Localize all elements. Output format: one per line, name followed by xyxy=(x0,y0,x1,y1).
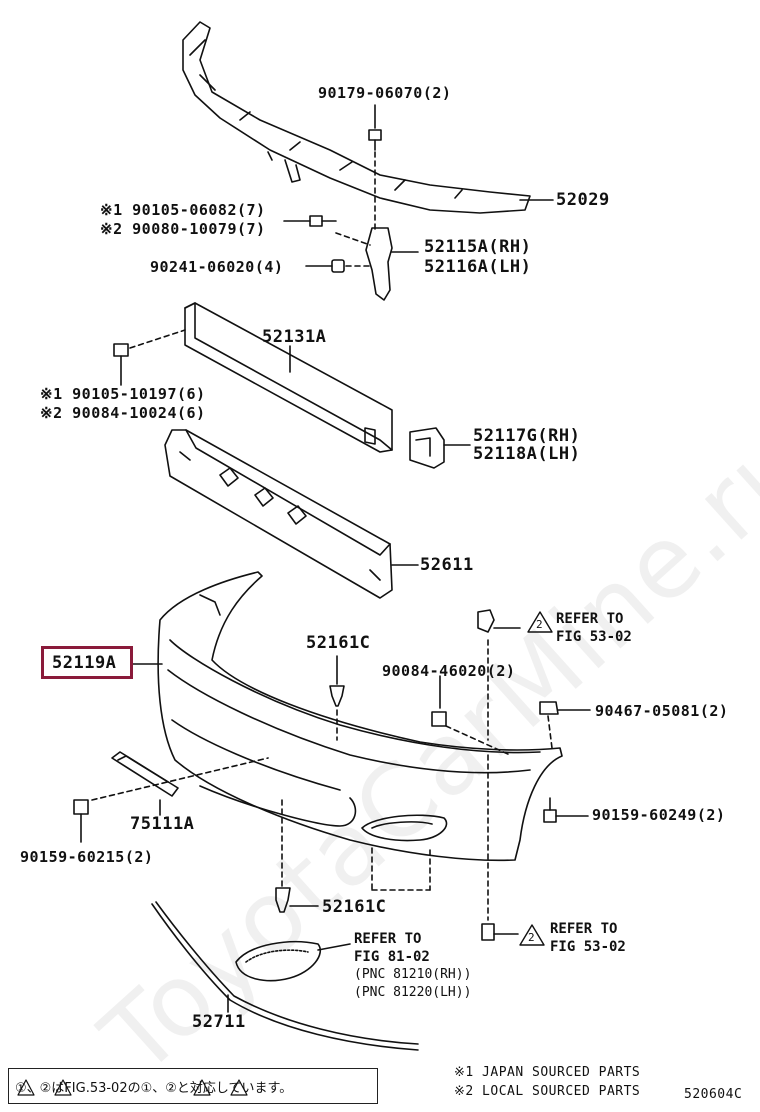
refer-fog-line1: REFER TO xyxy=(354,931,422,947)
refer-note-fog: REFER TO FIG 81-02 (PNC 81210(RH)) (PNC … xyxy=(354,930,471,1002)
label-90241: 90241-06020(4) xyxy=(150,258,284,276)
clip-ref-upper xyxy=(477,609,521,741)
bumper-cover-52119 xyxy=(157,571,563,862)
label-52161C-lower: 52161C xyxy=(322,897,387,917)
clip-52161-lower xyxy=(275,799,431,913)
refer-upper-line2: FIG 53-02 xyxy=(556,629,632,645)
refer-fog-line3: (PNC 81210(RH)) xyxy=(354,967,472,982)
highlight-box-52119A xyxy=(41,646,133,679)
refer-note-lower: REFER TO FIG 53-02 xyxy=(550,920,626,956)
energy-absorber-52611 xyxy=(164,429,419,599)
triangle-badge-icons xyxy=(519,611,553,946)
label-90084-10024: ※2 90084-10024(6) xyxy=(40,404,206,422)
clip-52161-upper xyxy=(329,655,345,741)
clip-90084 xyxy=(431,675,511,756)
label-52711: 52711 xyxy=(192,1012,246,1032)
label-52131A: 52131A xyxy=(262,327,327,347)
label-90467: 90467-05081(2) xyxy=(595,702,729,720)
molding-52711 xyxy=(151,901,419,1051)
bumper-reinforcement-52029 xyxy=(182,21,531,214)
side-bracket-52117 xyxy=(409,427,471,469)
label-90084-46020: 90084-46020(2) xyxy=(382,662,516,680)
label-75111A: 75111A xyxy=(130,814,195,834)
label-52029: 52029 xyxy=(556,190,610,210)
impact-beam-52131 xyxy=(113,302,393,453)
bracket-52115 xyxy=(283,215,419,301)
bolt-90179 xyxy=(368,104,382,233)
refer-fog-line4: (PNC 81220(LH)) xyxy=(354,985,472,1000)
label-52119A: 52119A xyxy=(52,653,117,673)
label-52115A: 52115A(RH) xyxy=(424,237,532,257)
refer-lower-line1: REFER TO xyxy=(550,921,618,937)
fog-lamp-trim xyxy=(235,941,351,982)
label-90159-60215: 90159-60215(2) xyxy=(20,848,154,866)
refer-lower-line2: FIG 53-02 xyxy=(550,939,626,955)
footnote-triangle-icons xyxy=(17,1079,248,1096)
label-90159-60249: 90159-60249(2) xyxy=(592,806,726,824)
note-local-sourced: ※2 LOCAL SOURCED PARTS xyxy=(454,1084,641,1099)
label-52118A: 52118A(LH) xyxy=(473,444,581,464)
label-90179: 90179-06070(2) xyxy=(318,84,452,102)
footnote-text: ①、②はFIG.53-02の①、②と対応しています。 xyxy=(15,1081,293,1096)
footnote-box: ①、②はFIG.53-02の①、②と対応しています。 xyxy=(8,1068,378,1104)
clip-ref-lower xyxy=(481,754,519,941)
clip-90467 xyxy=(539,701,591,749)
bolt-90159-60249 xyxy=(543,797,589,823)
label-90105-06082: ※1 90105-06082(7) xyxy=(100,201,266,219)
label-52117G: 52117G(RH) xyxy=(473,426,581,446)
refer-note-upper: REFER TO FIG 53-02 xyxy=(556,610,632,646)
figure-code: 520604C xyxy=(684,1087,743,1102)
label-90080-10079: ※2 90080-10079(7) xyxy=(100,220,266,238)
triangle-badge-lower: 2 xyxy=(528,931,536,944)
label-52116A: 52116A(LH) xyxy=(424,257,532,277)
label-90105-10197: ※1 90105-10197(6) xyxy=(40,385,206,403)
refer-fog-line2: FIG 81-02 xyxy=(354,949,430,965)
license-bracket-75111 xyxy=(73,751,269,843)
note-japan-sourced: ※1 JAPAN SOURCED PARTS xyxy=(454,1065,641,1080)
label-52161C-upper: 52161C xyxy=(306,633,371,653)
refer-upper-line1: REFER TO xyxy=(556,611,624,627)
triangle-badge-upper: 2 xyxy=(536,618,544,631)
label-52611: 52611 xyxy=(420,555,474,575)
